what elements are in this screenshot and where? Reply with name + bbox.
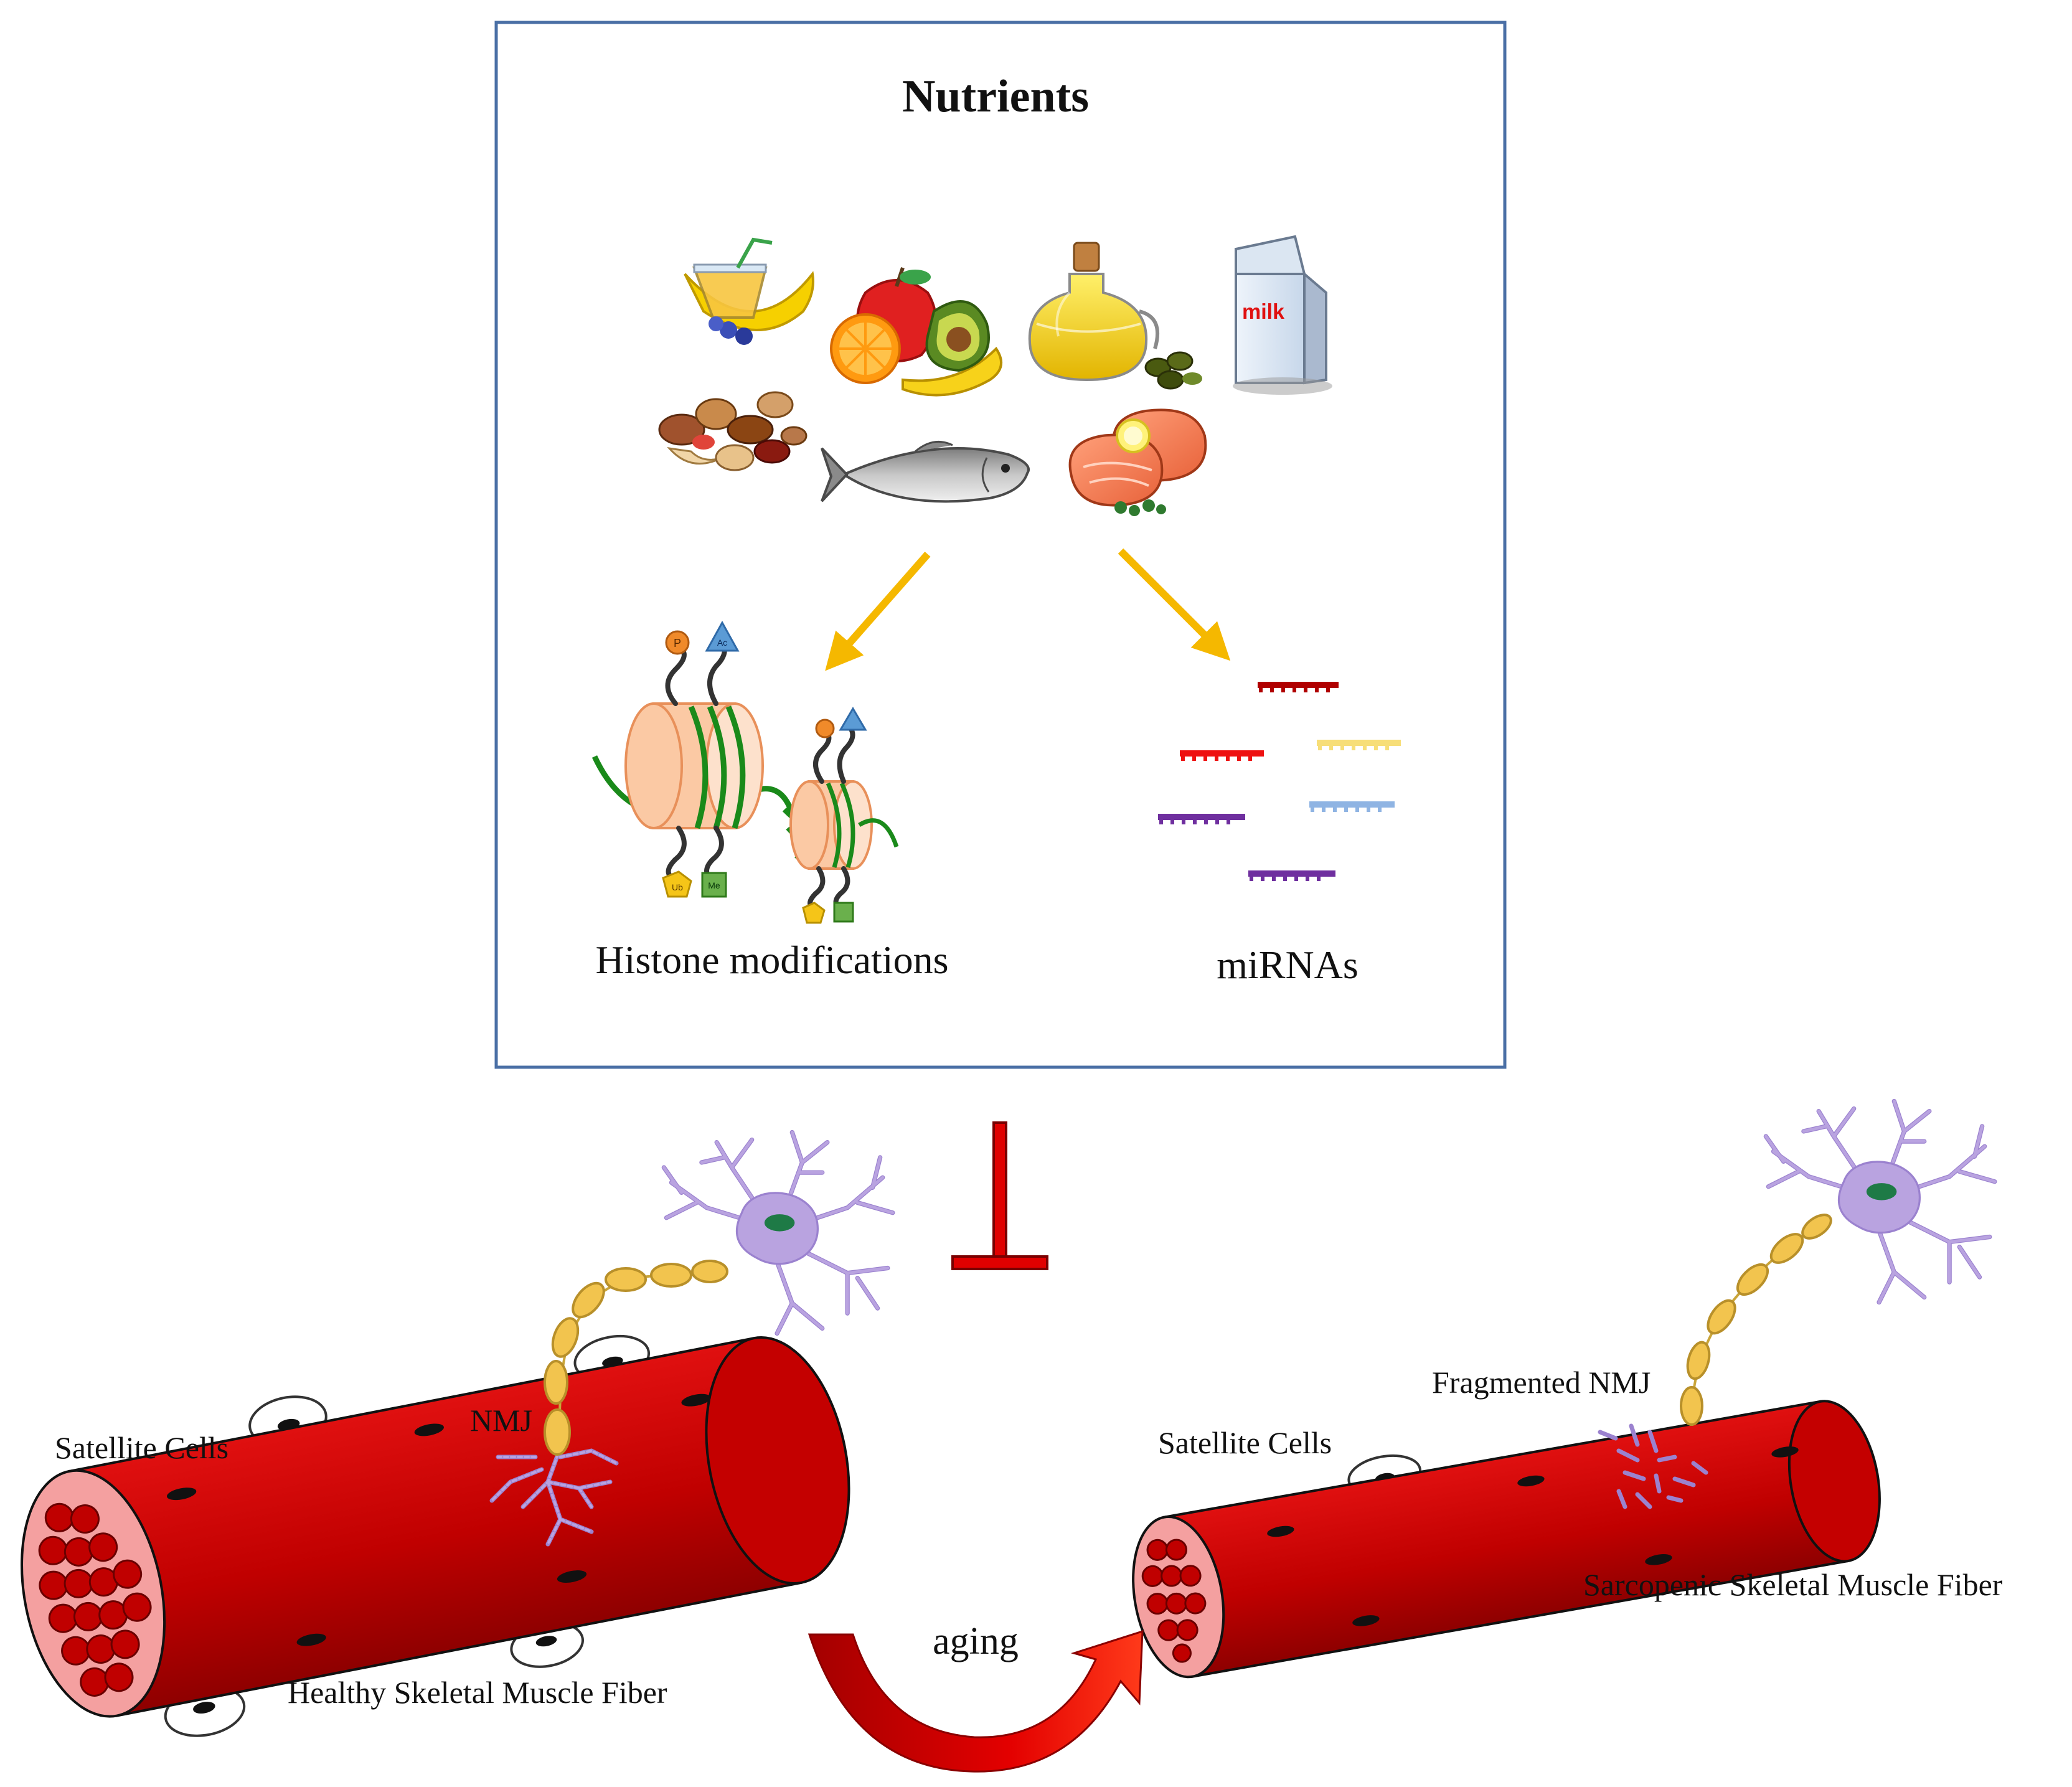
acetyl-mark-label: Ac <box>717 638 727 648</box>
ubiquitin-mark-label: Ub <box>672 882 683 892</box>
healthy-neuron <box>544 1132 893 1456</box>
histone-modifications-label: Histone modifications <box>595 938 949 982</box>
salmon-steak-icon <box>1068 408 1207 516</box>
fish-icon <box>821 440 1030 503</box>
fragmented-nmj <box>1598 1423 1708 1509</box>
nuts-icon <box>658 391 808 471</box>
methyl-mark-label: Me <box>708 880 720 890</box>
satellite-cells-right-label: Satellite Cells <box>1158 1425 1332 1460</box>
sarcopenic-neuron <box>1680 1101 1995 1426</box>
healthy-fiber-label: Healthy Skeletal Muscle Fiber <box>288 1675 667 1710</box>
juice-banana-icon <box>684 237 814 345</box>
arrow-to-histone <box>825 552 931 671</box>
olive-oil-icon <box>1028 242 1202 390</box>
arrow-to-mirnas <box>1118 548 1231 661</box>
aging-arrow <box>808 1629 1144 1773</box>
nutrients-box <box>494 21 1507 1069</box>
neuron-icon <box>1766 1101 1995 1302</box>
mirnas-label: miRNAs <box>1217 943 1359 987</box>
fruits-icon <box>830 267 1002 397</box>
healthy-muscle-fiber <box>21 1335 850 1737</box>
fragmented-nmj-label: Fragmented NMJ <box>1432 1365 1651 1400</box>
sarcopenic-fiber-label: Sarcopenic Skeletal Muscle Fiber <box>1583 1567 2003 1602</box>
nmj-label: NMJ <box>470 1403 533 1438</box>
sarcopenic-muscle-fiber <box>1132 1400 1881 1679</box>
nutrients-title: Nutrients <box>902 71 1090 122</box>
aging-label: aging <box>933 1620 1019 1662</box>
milk-carton-label: milk <box>1242 300 1284 324</box>
histone-illustration: P Ac Ub Me <box>591 620 899 924</box>
neuron-icon <box>664 1132 893 1333</box>
mirna-strands <box>1158 682 1401 881</box>
inhibition-symbol <box>951 1121 1048 1270</box>
satellite-cells-left-label: Satellite Cells <box>55 1430 229 1465</box>
phospho-mark-label: P <box>674 637 681 649</box>
milk-carton-icon: milk <box>1233 235 1332 395</box>
